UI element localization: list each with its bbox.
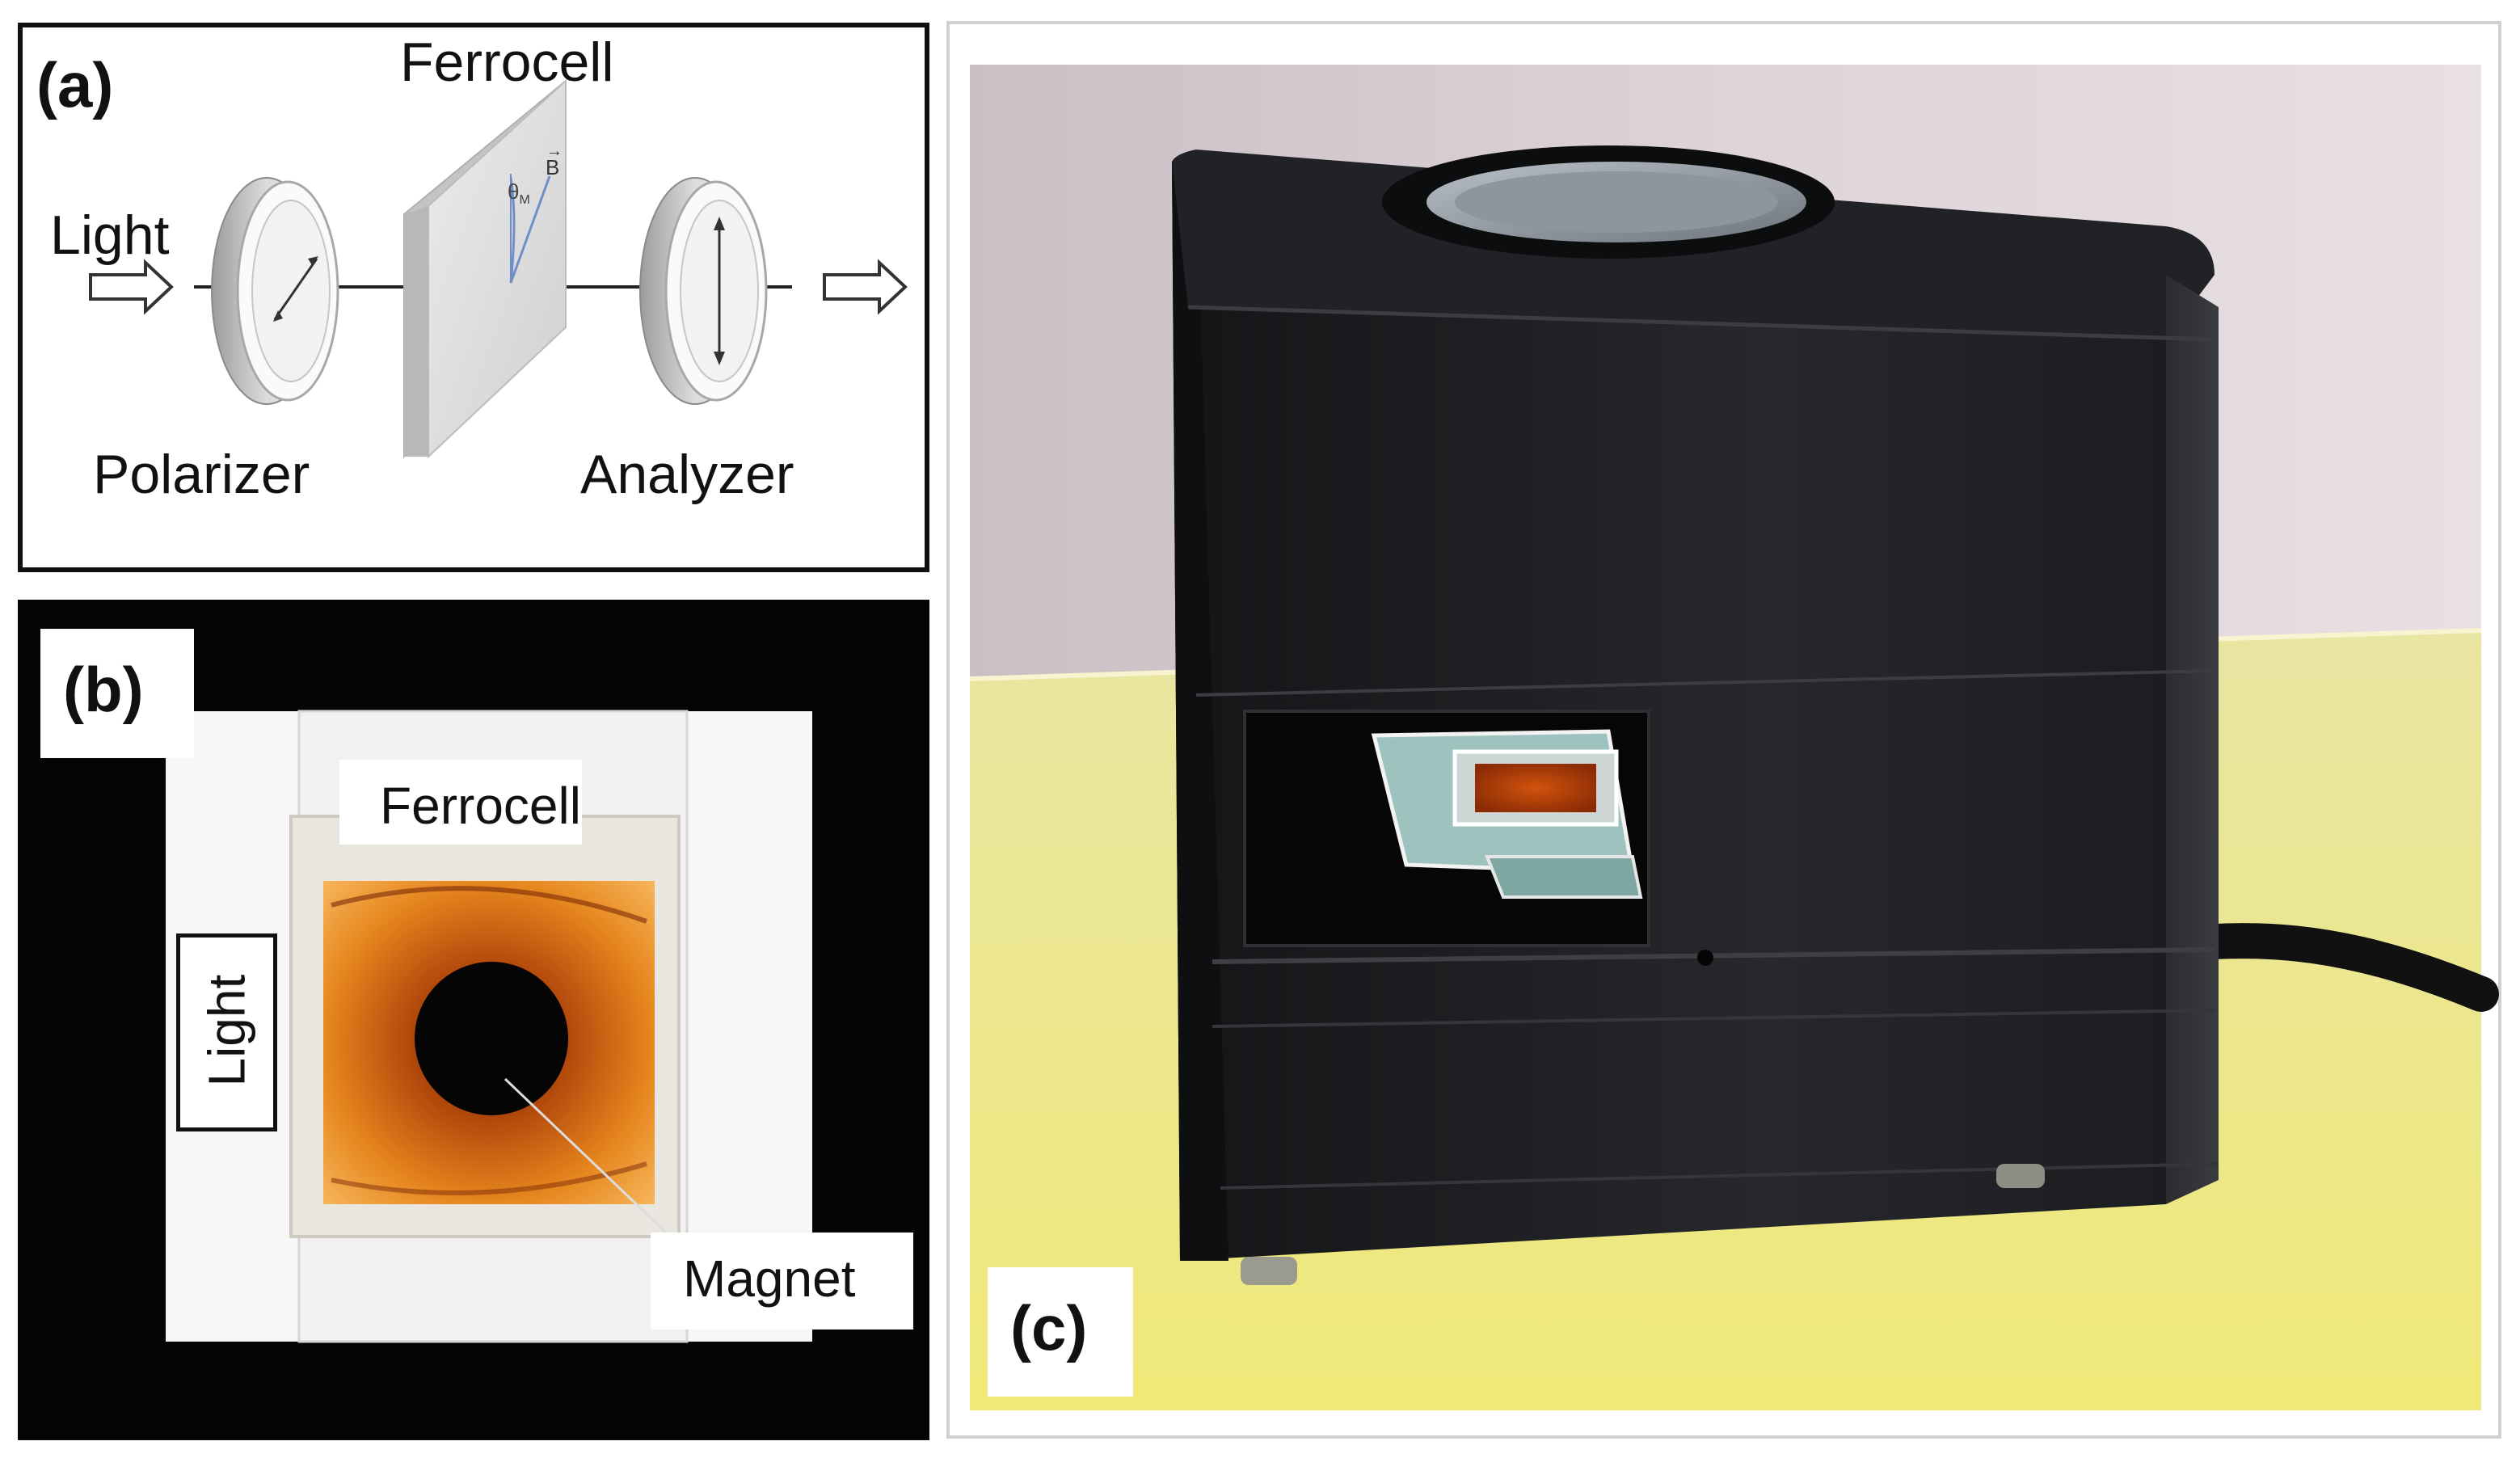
- magnet-circle: [415, 962, 568, 1115]
- panel-b-light-label: Light: [197, 974, 256, 1087]
- vector-arrow-icon: →: [546, 142, 563, 160]
- panel-a-light-label: Light: [50, 204, 170, 266]
- panel-b-ferrocell-label: Ferrocell: [380, 777, 581, 835]
- panel-b-light-box: [176, 933, 277, 1131]
- panel-a-analyzer-label: Analyzer: [580, 444, 794, 505]
- panel-b-magnet-label: Magnet: [683, 1249, 856, 1308]
- panel-a-letter: (a): [36, 49, 114, 120]
- panel-c-letter-box: [988, 1267, 1133, 1397]
- panel-b-letter-box: [40, 629, 194, 758]
- b-vector-letter: B: [546, 155, 560, 179]
- panel-b-letter: (b): [63, 654, 144, 725]
- panel-c-letter: (c): [1010, 1292, 1088, 1363]
- ferrocell-in-device: [1475, 764, 1596, 812]
- panel-b-ferrocell-box: [339, 760, 582, 845]
- theta-subscript: M: [519, 193, 530, 208]
- b-vector-label: → B: [546, 142, 563, 180]
- panel-b-magnet-box: [651, 1233, 913, 1329]
- theta-symbol: θ: [508, 179, 520, 204]
- theta-m-label: θM: [508, 179, 530, 208]
- panel-a-polarizer-label: Polarizer: [93, 444, 310, 505]
- panel-a-ferrocell-label: Ferrocell: [400, 32, 614, 93]
